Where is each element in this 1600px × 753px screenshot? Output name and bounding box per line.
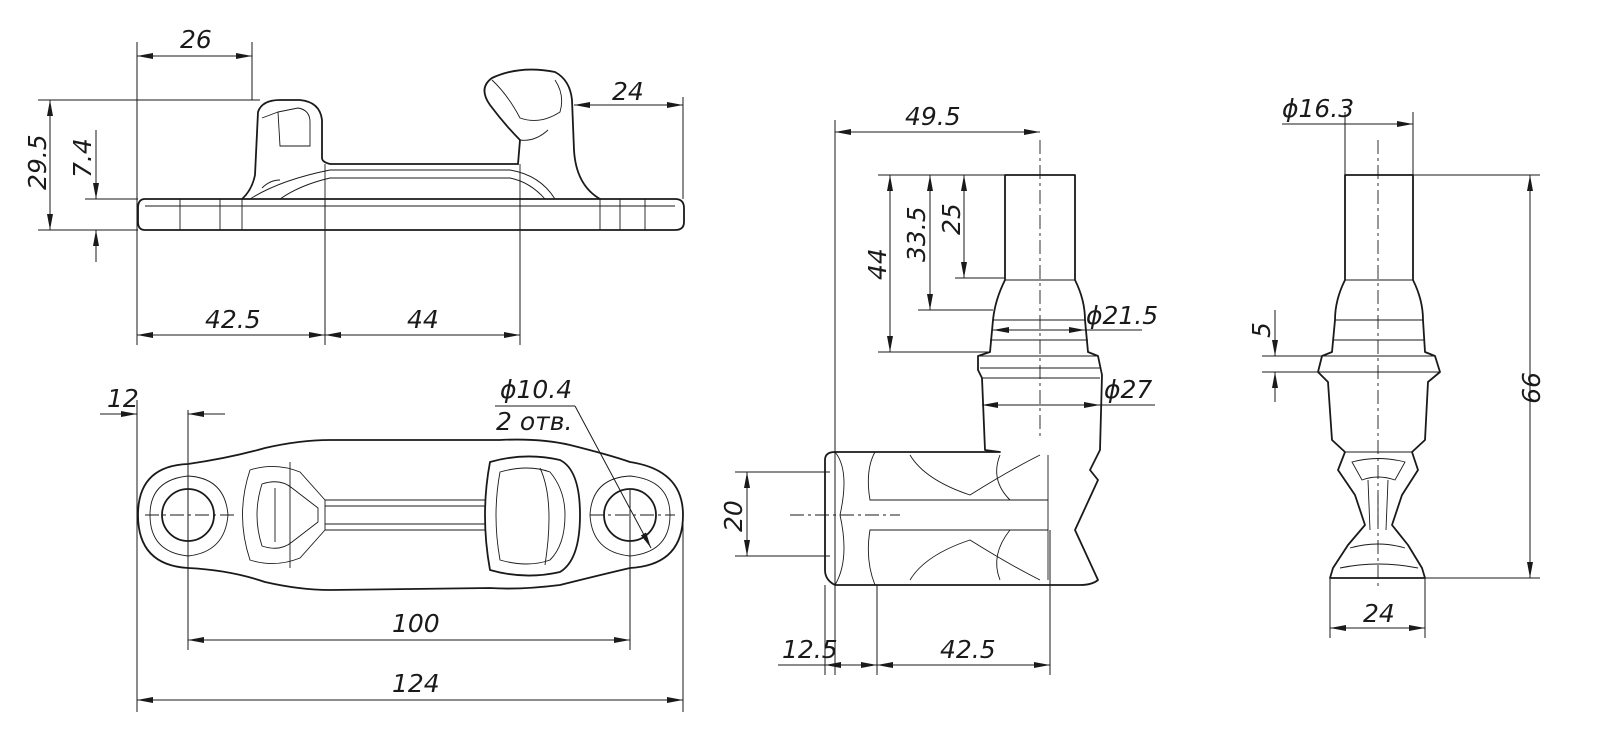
end-view: ϕ16.3 5 99 24 <box>1247 94 1545 638</box>
side-view: 49.5 44 33.5 25 ϕ21.5 ϕ27 20 12.5 42.5 <box>719 102 1158 675</box>
dim-44: 44 <box>407 305 439 334</box>
hole-dia-label: ϕ10.4 <box>500 375 572 404</box>
hole-count-label: 2 отв. <box>496 407 572 436</box>
dim-side-42-5: 42.5 <box>940 635 996 664</box>
dia-27: ϕ27 <box>1104 375 1152 404</box>
dim-20: 20 <box>719 500 748 532</box>
end-outline <box>1317 174 1441 579</box>
front-view: 26 29.5 7.4 24 42.5 44 <box>23 25 685 345</box>
dim-29-5: 29.5 <box>23 134 52 190</box>
dim-12: 12 <box>107 384 139 413</box>
dim-49-5: 49.5 <box>905 102 961 131</box>
dim-124: 124 <box>392 669 440 698</box>
dim-100: 100 <box>392 609 440 638</box>
top-view: 12 ϕ10.4 2 отв. 100 124 <box>100 375 684 712</box>
dia-21-5: ϕ21.5 <box>1086 301 1158 330</box>
left-horn <box>241 99 519 200</box>
dim-5: 5 <box>1247 322 1276 338</box>
dim-side-44: 44 <box>863 248 892 280</box>
dim-26: 26 <box>180 25 212 54</box>
right-horn <box>483 68 601 200</box>
dim-7-4: 7.4 <box>68 138 97 178</box>
dim-99: 99 <box>1516 372 1545 404</box>
dim-24: 24 <box>612 77 644 106</box>
dim-33-5: 33.5 <box>902 206 931 262</box>
dim-12-5: 12.5 <box>782 635 838 664</box>
dim-25: 25 <box>937 203 966 235</box>
base-plate <box>137 198 685 231</box>
dim-end-24: 24 <box>1363 599 1395 628</box>
dim-42-5: 42.5 <box>205 305 261 334</box>
dia-16-3: ϕ16.3 <box>1282 94 1354 123</box>
